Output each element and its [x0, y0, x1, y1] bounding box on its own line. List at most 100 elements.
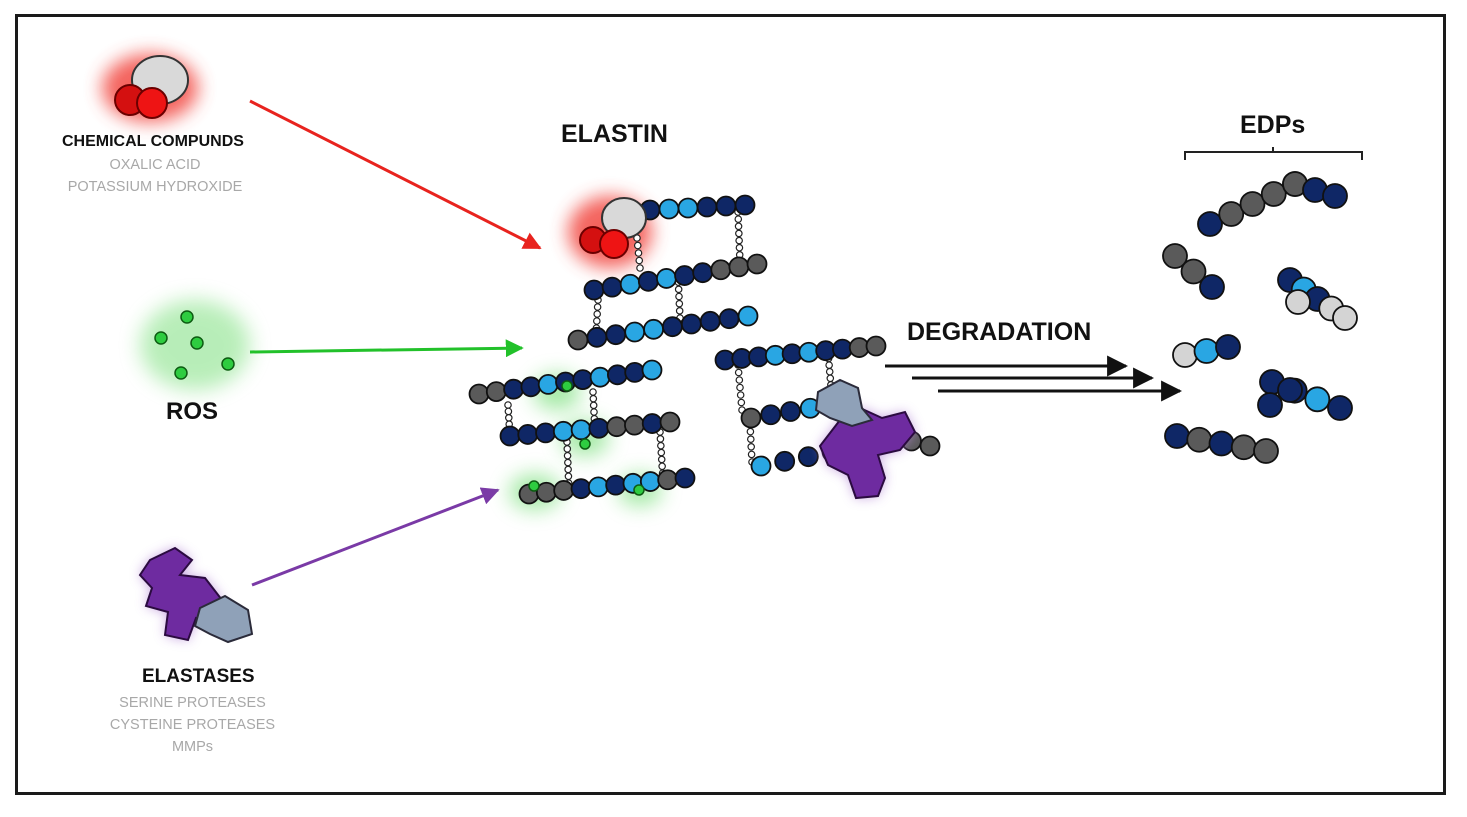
crosslink-bead: [635, 256, 644, 265]
crosslink-bead: [504, 401, 512, 409]
crosslink-bead: [735, 229, 743, 238]
elastin-bead: [774, 450, 796, 472]
crosslink-bead: [593, 310, 602, 318]
elastin-bead: [715, 195, 737, 217]
crosslink-bead: [735, 376, 744, 384]
elastin-bead: [718, 308, 740, 330]
elastase-item-mmps: MMPs: [171, 739, 214, 755]
elastin-bead: [740, 407, 762, 429]
chemical-compounds-list: OXALIC ACID POTASSIUM HYDROXIDE: [40, 154, 270, 198]
edp-bead: [1164, 423, 1190, 449]
elastin-bead: [587, 476, 609, 498]
bound-chemical-molecule-icon: [579, 197, 647, 259]
crosslink-bead: [734, 368, 743, 377]
edp-bead: [1327, 395, 1353, 421]
crosslink-bead: [675, 292, 683, 301]
elastin-bead: [680, 313, 702, 335]
elastin-bead: [583, 279, 605, 301]
crosslink-bead: [736, 391, 745, 399]
elastin-bead: [657, 469, 679, 491]
elastin-bead: [499, 425, 521, 447]
edp-bead: [1199, 274, 1225, 300]
edp-bead: [1193, 338, 1220, 364]
bound-ros-radicals-icon: [528, 380, 645, 496]
elastin-bead: [589, 366, 611, 388]
elastin-bead: [641, 413, 663, 434]
elastin-bead: [760, 404, 782, 426]
elastin-bead: [641, 359, 663, 381]
crosslink-bead: [746, 435, 755, 444]
edps-title: EDPs: [1240, 111, 1306, 139]
chemical-arrow: [249, 99, 542, 250]
edp-bead: [1260, 181, 1287, 207]
elastin-bead: [658, 198, 680, 220]
crosslink-bead: [589, 394, 598, 403]
crosslink-bead: [564, 458, 572, 467]
crosslink-bead: [826, 374, 835, 383]
elastin-bead: [605, 324, 627, 346]
elastin-bead: [572, 369, 594, 391]
crosslink-bead: [590, 408, 598, 416]
crosslink-bead: [734, 222, 743, 231]
elastin-bead: [919, 435, 941, 457]
edp-bead: [1186, 426, 1213, 453]
degradation-label: DEGRADATION: [907, 318, 1092, 346]
crosslink-bead: [658, 462, 666, 471]
elastin-bead: [710, 259, 732, 281]
elastin-bead: [677, 197, 699, 219]
crosslink-bead: [592, 317, 601, 325]
elastin-bead: [485, 381, 507, 403]
elastin-bead: [607, 364, 628, 386]
elastin-bead: [520, 376, 542, 398]
edp-bead: [1304, 386, 1331, 413]
elastin-bead: [737, 305, 759, 327]
ros-radicals-icon: [140, 300, 250, 390]
elastases-title: ELASTASES: [142, 666, 255, 687]
elastin-bead: [586, 326, 608, 348]
elastin-bead: [674, 467, 696, 489]
elastin-bead: [865, 335, 887, 357]
edp-bead: [1215, 334, 1241, 360]
crosslink-bead: [564, 465, 572, 474]
edp-bead: [1285, 289, 1311, 315]
edp-bead: [1332, 305, 1358, 331]
elastin-bead: [503, 378, 524, 400]
elastin-bead: [606, 416, 628, 438]
elastin-bead: [624, 361, 646, 383]
elastin-bead: [746, 253, 768, 275]
crosslink-bead: [675, 299, 684, 308]
elastin-bead: [696, 196, 718, 218]
elastin-bead: [553, 480, 575, 501]
crosslink-bead: [734, 215, 743, 223]
crosslink-bead: [825, 367, 834, 376]
crosslink-bead: [657, 448, 666, 457]
elastase-enzyme-icon: [138, 546, 254, 644]
crosslink-bead: [735, 243, 744, 252]
edp-bead: [1230, 434, 1257, 461]
elastin-bead: [588, 417, 610, 439]
elastin-bead: [567, 329, 589, 351]
crosslink-bead: [737, 398, 746, 407]
elastin-bead: [619, 273, 641, 295]
edp-bead: [1197, 211, 1223, 237]
crosslink-bead: [563, 445, 572, 453]
edps-fragments: [1162, 171, 1358, 464]
crosslink-bead: [589, 401, 598, 410]
edp-bead: [1253, 438, 1279, 464]
elastin-bead: [699, 310, 721, 332]
elastin-bead: [605, 474, 627, 496]
crosslink-bead: [504, 407, 513, 416]
elastin-bead: [535, 422, 556, 444]
crosslink-bead: [504, 413, 513, 422]
edp-bead: [1277, 377, 1303, 403]
elastin-bead: [734, 194, 756, 216]
edp-bead: [1218, 201, 1245, 227]
crosslink-bead: [636, 264, 644, 272]
elastin-bead: [659, 411, 681, 433]
elastin-bead: [570, 478, 592, 500]
elastin-bead: [537, 373, 559, 395]
chemical-item-potassium-hydroxide: POTASSIUM HYDROXIDE: [67, 179, 243, 195]
chemical-compounds-title: CHEMICAL COMPUNDS: [62, 133, 244, 150]
crosslink-bead: [674, 285, 683, 294]
elastin-bead: [728, 256, 750, 278]
